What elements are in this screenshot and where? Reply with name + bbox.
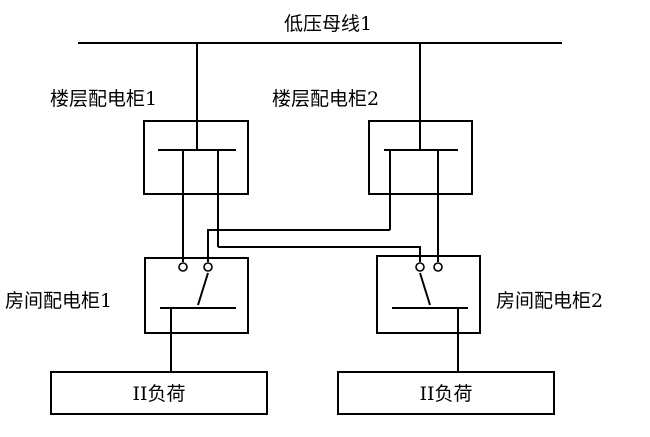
room-cabinet-2-contact-a — [415, 262, 425, 272]
load-1-box — [50, 371, 268, 415]
room-cabinet-2-switch-blade — [419, 272, 431, 306]
room-cabinet-1-contact-b — [203, 262, 213, 272]
room-cabinet-1-switch-blade — [197, 272, 209, 306]
floor-cabinet-2-box — [368, 120, 473, 195]
room-cabinet-2-contact-b — [433, 262, 443, 272]
floor-cabinet-1-box — [143, 120, 249, 195]
room-cabinet-2-label: 房间配电柜2 — [496, 290, 603, 312]
load-2-box — [337, 371, 555, 415]
room-cabinet-1-box — [144, 257, 249, 334]
floor-cabinet-2-label: 楼层配电柜2 — [272, 88, 379, 110]
bus-label: 低压母线1 — [284, 13, 372, 35]
load-1-label: II负荷 — [132, 383, 185, 405]
floor-cabinet-1-label: 楼层配电柜1 — [50, 88, 157, 110]
room-cabinet-1-label: 房间配电柜1 — [5, 290, 112, 312]
room-cabinet-2-box — [376, 255, 481, 334]
room-cabinet-1-contact-a — [178, 262, 188, 272]
cross-feed-cabinet2-to-room1 — [207, 229, 390, 262]
load-2-label: II负荷 — [419, 383, 472, 405]
